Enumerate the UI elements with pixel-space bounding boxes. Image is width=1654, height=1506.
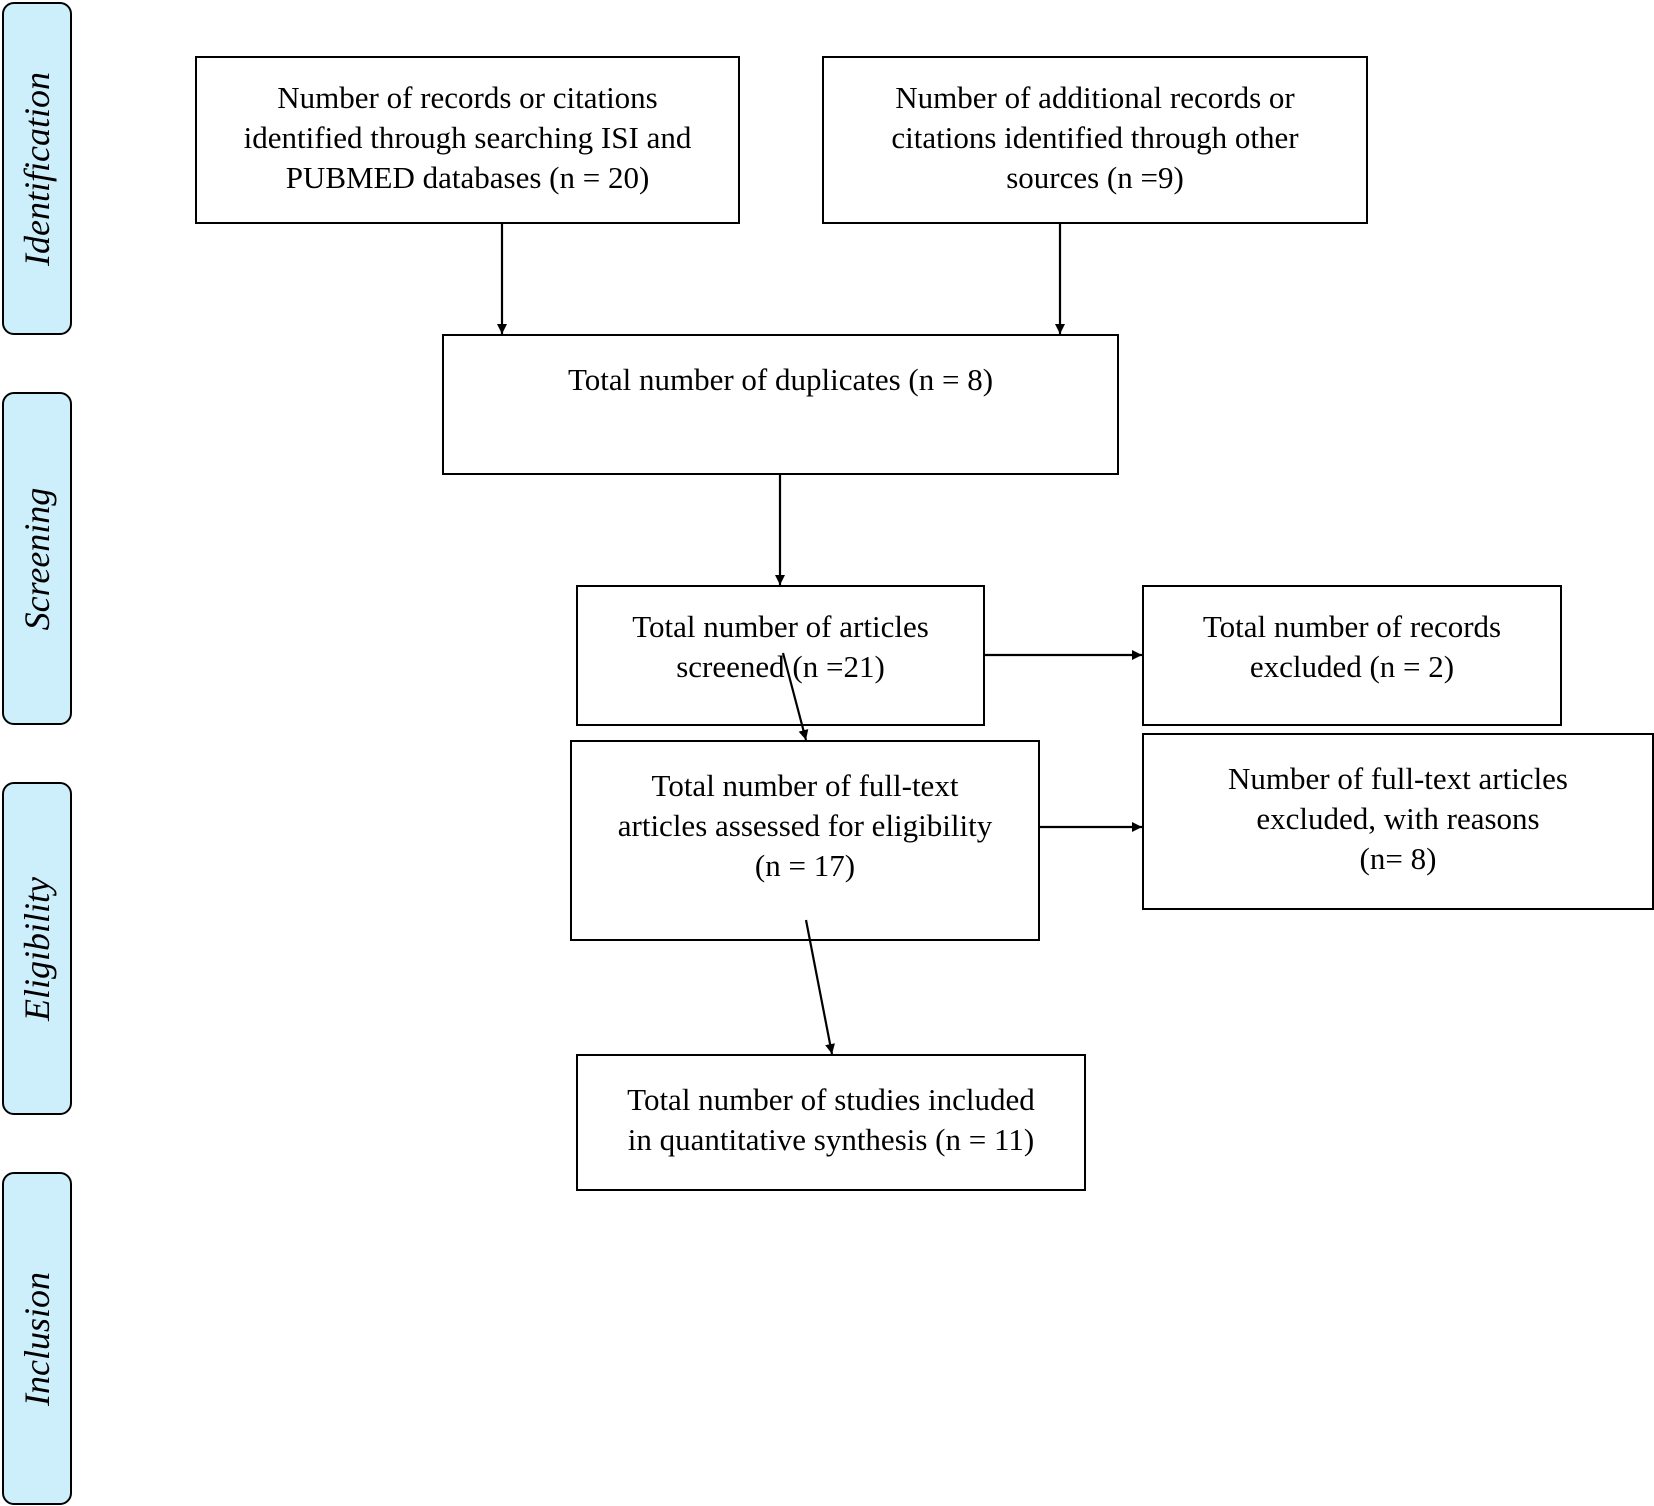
box-records-excluded: Total number of records excluded (n = 2) xyxy=(1142,585,1562,726)
box-fulltext-excluded: Number of full-text articles excluded, w… xyxy=(1142,733,1654,910)
box-fulltext-assessed: Total number of full-text articles asses… xyxy=(570,740,1040,941)
phase-screening: Screening xyxy=(2,392,72,725)
box-duplicates: Total number of duplicates (n = 8) xyxy=(442,334,1119,475)
box-fulltext-assessed-text: Total number of full-text articles asses… xyxy=(617,768,993,883)
box-included: Total number of studies included in quan… xyxy=(576,1054,1086,1191)
phase-eligibility: Eligibility xyxy=(2,782,72,1115)
box-duplicates-text: Total number of duplicates (n = 8) xyxy=(567,362,994,397)
box-screened: Total number of articles screened (n =21… xyxy=(576,585,985,726)
phase-identification: Identification xyxy=(2,2,72,335)
box-records-excluded-text: Total number of records excluded (n = 2) xyxy=(1202,609,1502,684)
box-database-records-text: Number of records or citations identifie… xyxy=(243,80,692,195)
box-other-sources-text: Number of additional records or citation… xyxy=(891,80,1299,195)
box-fulltext-excluded-text: Number of full-text articles excluded, w… xyxy=(1227,761,1569,876)
box-other-sources: Number of additional records or citation… xyxy=(822,56,1368,224)
box-database-records: Number of records or citations identifie… xyxy=(195,56,740,224)
arrow-screened-to-fulltext xyxy=(781,652,809,741)
arrow-fulltext-to-included xyxy=(804,919,836,1055)
box-included-text: Total number of studies included in quan… xyxy=(627,1082,1035,1157)
box-screened-text: Total number of articles screened (n =21… xyxy=(632,609,929,684)
phase-inclusion: Inclusion xyxy=(2,1172,72,1505)
